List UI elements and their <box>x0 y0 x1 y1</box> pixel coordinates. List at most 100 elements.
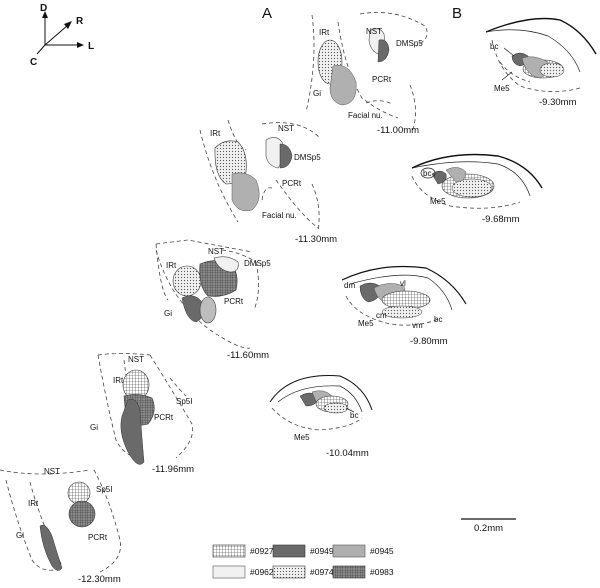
region-irt-a1100: IRt <box>319 28 330 37</box>
legend-swatch-0983 <box>332 565 366 579</box>
region-dmsp5-a1100: DMSp5 <box>396 39 423 48</box>
neuron-0949-a1100 <box>377 39 390 63</box>
region-pcrt-a1100: PCRt <box>372 75 392 84</box>
neuron-0949-a1196 <box>120 398 145 465</box>
legend-swatch-0945 <box>332 544 366 558</box>
section-b-930: bc Me5 -9.30mm <box>485 17 597 108</box>
neuron-0974-a1160 <box>172 265 202 297</box>
legend-swatch-0927 <box>212 544 246 558</box>
axis-label-r: R <box>76 16 84 27</box>
region-dmsp5-a1160: DMSp5 <box>244 259 271 268</box>
neuron-0945-a1100 <box>329 65 357 106</box>
axis-label-l: L <box>88 41 94 52</box>
neuron-0983-a1230 <box>68 500 96 528</box>
neuron-0945-a1160 <box>199 296 217 324</box>
axis-label-d: D <box>40 3 47 14</box>
legend-swatch-0974 <box>272 565 306 579</box>
level-label-b980: -9.80mm <box>410 336 448 347</box>
region-bc-b930: bc <box>490 42 498 51</box>
legend-item-0974: #0974 <box>272 565 334 579</box>
region-bc-b1004: bc <box>350 411 358 420</box>
level-label-a1130: -11.30mm <box>295 234 337 245</box>
section-a-1100: IRt Gi NST DMSp5 PCRt Facial nu. -11.00m… <box>305 12 428 136</box>
region-gi-a1196: Gi <box>90 423 98 432</box>
neuron-0945-a1130 <box>231 172 260 212</box>
region-nst-a1230: NST <box>44 467 60 476</box>
region-me5-b968: Me5 <box>430 197 446 206</box>
region-pcrt-a1160: PCRt <box>224 297 244 306</box>
region-nst-a1160: NST <box>208 247 224 256</box>
neuron-0945-b968 <box>445 167 467 183</box>
region-me5-b930: Me5 <box>494 84 510 93</box>
region-gi-a1230: Gi <box>16 531 24 540</box>
legend-label-0962: #0962 <box>250 567 274 577</box>
region-irt-a1130: IRt <box>210 129 221 138</box>
panel-label-b: B <box>452 5 462 22</box>
legend-swatch-0949 <box>272 544 306 558</box>
neuron-0974-b980 <box>381 305 423 319</box>
region-me5-b980: Me5 <box>358 319 374 328</box>
neuron-0949-a1230 <box>39 524 63 571</box>
region-vl-b980: vl <box>400 279 406 288</box>
region-bc-b968: bc <box>423 169 431 178</box>
region-sp5i-a1230: Sp5I <box>96 485 112 494</box>
legend-item-0949: #0949 <box>272 544 334 558</box>
section-b-980: dm vl cm Me5 vm bc -9.80mm <box>341 265 467 347</box>
scale-bar: 0.2mm <box>461 518 516 534</box>
region-sp5i-a1196: Sp5I <box>176 397 192 406</box>
orientation-axes: D R L C <box>30 3 94 68</box>
section-b-968: bc Me5 -9.68mm <box>411 153 543 225</box>
section-a-1230: NST Sp5I IRt PCRt Gi -12.30mm <box>0 467 121 585</box>
legend-label-0949: #0949 <box>310 546 334 556</box>
axis-label-c: C <box>30 57 37 68</box>
section-a-1196: NST IRt Sp5I PCRt Gi -11.96mm <box>90 353 194 475</box>
region-irt-a1196: IRt <box>113 376 124 385</box>
region-nst-a1130: NST <box>278 124 294 133</box>
region-cm-b980: cm <box>376 311 387 320</box>
legend-label-0983: #0983 <box>370 567 394 577</box>
region-dm-b980: dm <box>344 281 355 290</box>
legend-swatch-0962 <box>212 565 246 579</box>
scale-bar-label: 0.2mm <box>474 523 503 534</box>
region-pcrt-a1130: PCRt <box>282 179 302 188</box>
region-bc-b980: bc <box>434 315 442 324</box>
neuron-0962-a1160 <box>213 256 239 273</box>
region-pcrt-a1196: PCRt <box>154 413 174 422</box>
level-label-b1004: -10.04mm <box>326 448 369 459</box>
region-irt-a1230: IRt <box>28 499 39 508</box>
level-label-a1160: -11.60mm <box>227 350 269 361</box>
region-facial-a1100: Facial nu. <box>348 111 383 120</box>
neuron-0974-b1004 <box>323 402 349 414</box>
legend-label-0927: #0927 <box>250 546 274 556</box>
region-gi-a1160: Gi <box>164 309 172 318</box>
neuron-0949-a1130 <box>279 143 293 169</box>
panel-label-a: A <box>262 5 272 22</box>
level-label-b968: -9.68mm <box>482 214 520 225</box>
region-facial-a1130: Facial nu. <box>262 211 297 220</box>
region-nst-a1196: NST <box>128 355 144 364</box>
legend-item-0945: #0945 <box>332 544 394 558</box>
region-irt-a1160: IRt <box>166 261 177 270</box>
level-label-b930: -9.30mm <box>539 97 577 108</box>
legend-label-0945: #0945 <box>370 546 394 556</box>
region-dmsp5-a1130: DMSp5 <box>294 153 321 162</box>
neuron-0974-b930 <box>539 62 565 78</box>
region-nst-a1100: NST <box>366 27 382 36</box>
neuron-0974-b968 <box>451 178 493 198</box>
section-a-1130: IRt NST DMSp5 PCRt Facial nu. -11.30mm <box>199 119 337 245</box>
legend: #0927 #0949 #0945 #0962 #0974 #0983 <box>212 544 394 579</box>
legend-label-0974: #0974 <box>310 567 334 577</box>
region-gi-a1100: Gi <box>313 89 321 98</box>
legend-item-0962: #0962 <box>212 565 274 579</box>
legend-item-0927: #0927 <box>212 544 274 558</box>
level-label-a1100: -11.00mm <box>377 125 419 136</box>
level-label-a1230: -12.30mm <box>78 574 121 585</box>
level-label-a1196: -11.96mm <box>152 464 194 475</box>
neuron-0949-b968 <box>431 170 447 185</box>
neuron-0927-a1230 <box>67 481 91 505</box>
region-pcrt-a1230: PCRt <box>88 533 108 542</box>
region-me5-b1004: Me5 <box>294 433 310 442</box>
legend-item-0983: #0983 <box>332 565 394 579</box>
section-a-1160: IRt NST DMSp5 PCRt Gi -11.60mm <box>155 239 271 361</box>
